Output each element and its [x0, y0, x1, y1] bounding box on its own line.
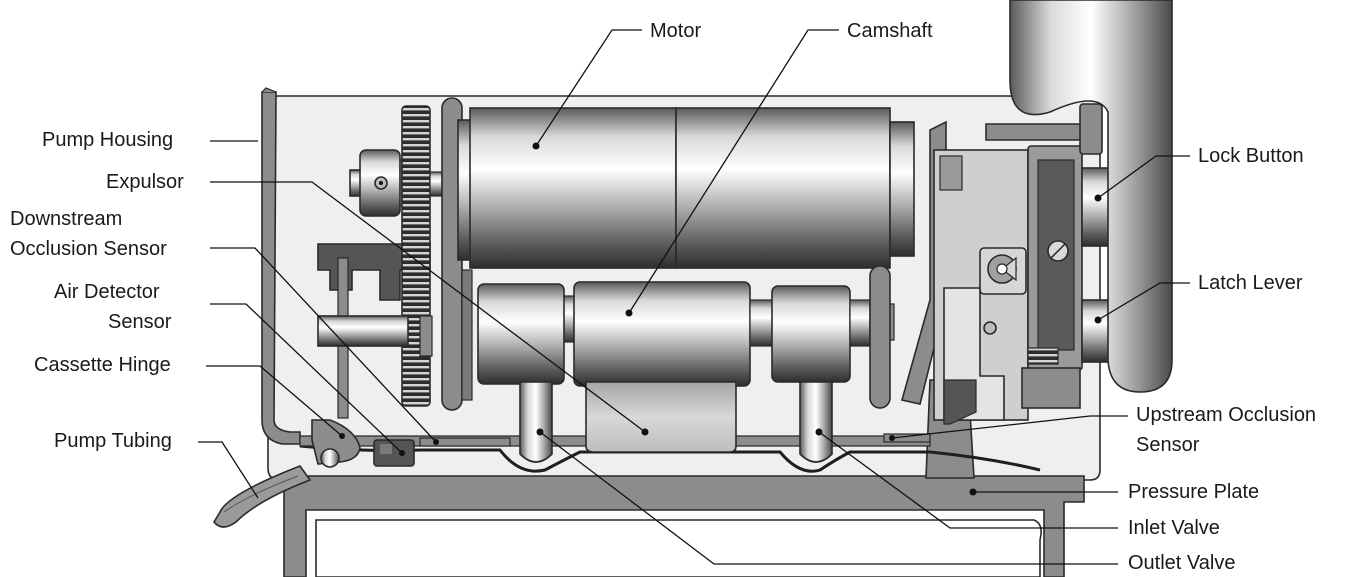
leader-motor	[535, 29, 642, 147]
label-downstream-2: Occlusion Sensor	[10, 238, 167, 260]
label-motor: Motor	[650, 20, 701, 42]
latch-mechanism	[933, 103, 1123, 425]
cassette-hinge-shape	[311, 419, 361, 468]
leader-pump-tubing	[198, 441, 259, 499]
label-pressure-plate: Pressure Plate	[1128, 481, 1259, 503]
leader-outlet-valve	[539, 431, 1118, 565]
label-camshaft: Camshaft	[847, 20, 933, 42]
label-pump-tubing: Pump Tubing	[54, 430, 172, 452]
label-cassette-hinge: Cassette Hinge	[34, 354, 171, 376]
upstream-occlusion-sensor-shape	[883, 433, 931, 443]
label-upstream-1: Upstream Occlusion	[1136, 404, 1316, 426]
leader-downstream	[210, 247, 437, 443]
leader-inlet-valve	[818, 431, 1118, 529]
inlet-valve-shape	[799, 381, 833, 463]
leader-lock-button	[1097, 155, 1190, 199]
leader-cassette-hinge	[206, 365, 343, 437]
label-outlet-valve: Outlet Valve	[1128, 552, 1235, 574]
pressure-plate-dot	[969, 488, 977, 496]
label-air-detector-2: Sensor	[108, 311, 172, 333]
label-air-detector-1: Air Detector	[54, 281, 160, 303]
label-downstream-1: Downstream	[10, 208, 122, 230]
motor-shape	[457, 107, 915, 269]
leader-latch-lever	[1097, 282, 1190, 321]
label-expulsor: Expulsor	[106, 171, 184, 193]
leader-upstream	[891, 415, 1128, 439]
outlet-valve-shape	[519, 381, 553, 463]
label-pump-housing: Pump Housing	[42, 129, 173, 151]
camshaft-shape	[477, 281, 895, 387]
leader-camshaft	[628, 29, 839, 314]
expulsor-shape	[585, 381, 737, 453]
air-detector-sensor-shape	[373, 439, 415, 467]
leader-air-detector	[210, 303, 403, 454]
handle-bar	[1009, 0, 1173, 393]
label-latch-lever: Latch Lever	[1198, 272, 1303, 294]
label-upstream-2: Sensor	[1136, 434, 1200, 456]
label-lock-button: Lock Button	[1198, 145, 1304, 167]
leader-expulsor	[210, 181, 646, 433]
label-inlet-valve: Inlet Valve	[1128, 517, 1220, 539]
